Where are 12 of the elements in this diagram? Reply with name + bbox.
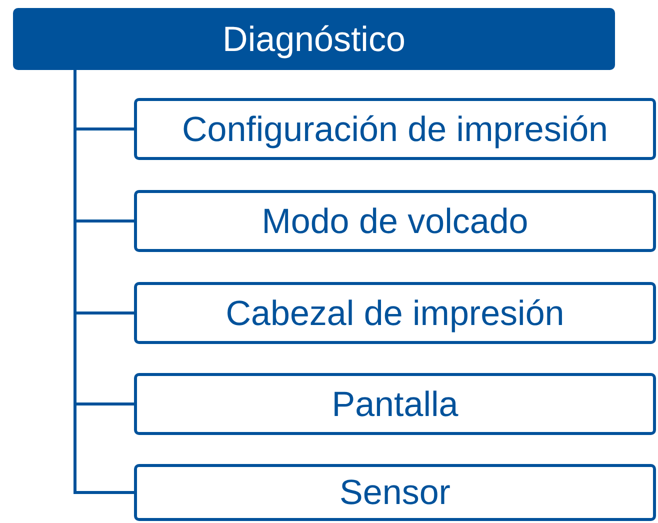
header-title: Diagnóstico: [222, 22, 406, 56]
item-box: [134, 464, 656, 521]
item-label: Sensor: [340, 475, 450, 510]
item-box: [134, 373, 656, 435]
item-box: [134, 98, 656, 160]
item-label: Cabezal de impresión: [226, 296, 564, 330]
item-label: Modo de volcado: [262, 204, 528, 238]
item-box: [134, 282, 656, 344]
item-label: Configuración de impresión: [182, 112, 608, 146]
item-label: Pantalla: [332, 386, 458, 422]
header-box: [13, 8, 615, 70]
item-box: [134, 190, 656, 252]
